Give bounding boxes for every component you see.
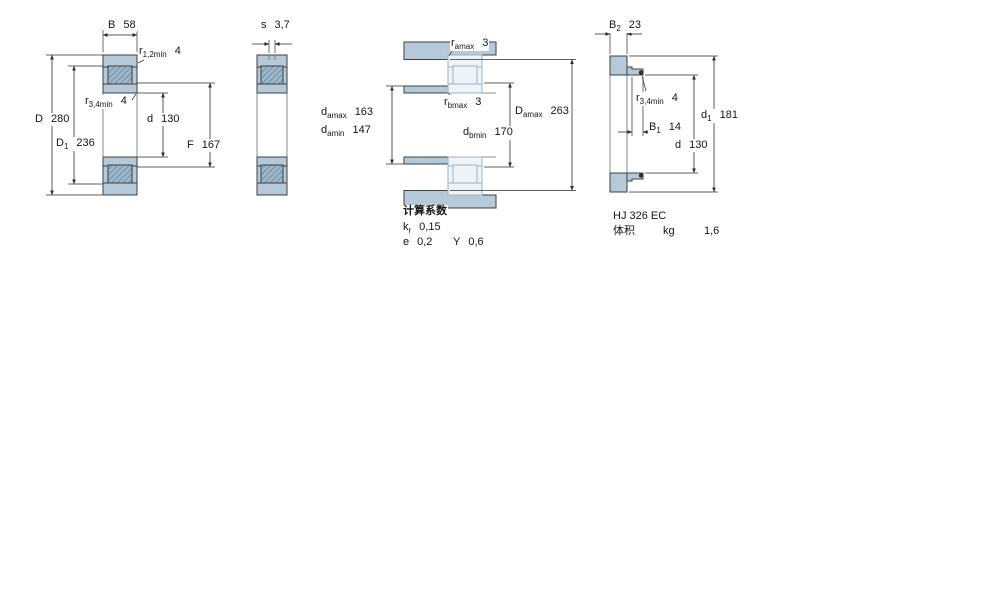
fig4-dimension-lines	[595, 30, 718, 193]
fig2-bearing-side-section	[256, 54, 288, 196]
fig3-mounting-drawing	[403, 41, 497, 209]
fig3-dimension-lines	[386, 50, 576, 191]
angle-ring-designation: HJ 326 EC	[612, 210, 668, 223]
mass-label: 体积	[612, 225, 636, 238]
leader-dot	[638, 173, 644, 178]
fig1-bearing-cross-section	[102, 54, 138, 196]
leader-dot	[638, 70, 644, 75]
mass-unit: kg	[662, 225, 676, 238]
mass-value: 1,6	[703, 225, 721, 238]
fig3-ghost-bearing	[447, 54, 483, 196]
fig2-dimension-lines	[252, 40, 292, 53]
calculation-factors-title: 计算系数	[402, 205, 448, 218]
fig4-angle-ring-section	[609, 55, 644, 193]
